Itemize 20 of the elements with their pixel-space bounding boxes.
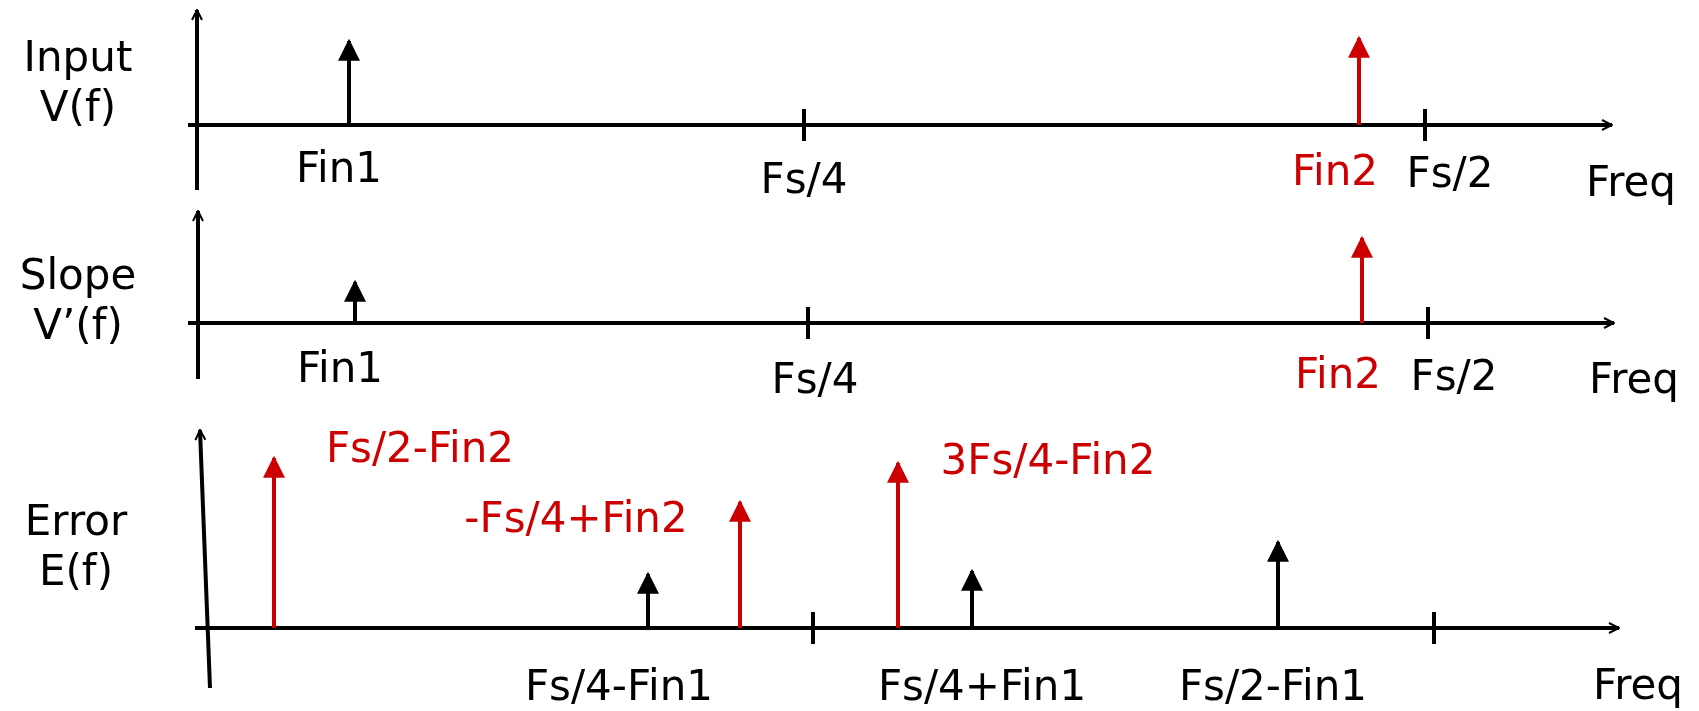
- tick-label: Fs/2: [1410, 351, 1498, 401]
- frequency-label: Fs/2-Fin1: [1178, 661, 1368, 711]
- frequency-label: 3Fs/4-Fin2: [940, 435, 1156, 485]
- tick-label: Fs/4: [760, 154, 848, 204]
- frequency-label: Fs/2-Fin2: [325, 423, 515, 473]
- axis-title: Error E(f): [23, 496, 129, 596]
- frequency-label: Fs/4+Fin1: [877, 661, 1087, 711]
- tick-label: Fs/4: [771, 354, 859, 404]
- axis-label: Freq: [1589, 354, 1679, 404]
- frequency-label: Fs/4-Fin1: [524, 661, 714, 711]
- frequency-label: Fin1: [296, 343, 384, 393]
- axis-title: Input V(f): [22, 32, 134, 132]
- frequency-label: Fin2: [1294, 349, 1382, 399]
- frequency-label: Fin1: [295, 143, 383, 193]
- axis-label: Freq: [1593, 660, 1683, 710]
- frequency-label: Fin2: [1291, 146, 1379, 196]
- axis-label: Freq: [1586, 157, 1676, 207]
- tick-label: Fs/2: [1406, 148, 1494, 198]
- axis-title: Slope V’(f): [18, 250, 138, 350]
- frequency-label: -Fs/4+Fin2: [464, 493, 688, 543]
